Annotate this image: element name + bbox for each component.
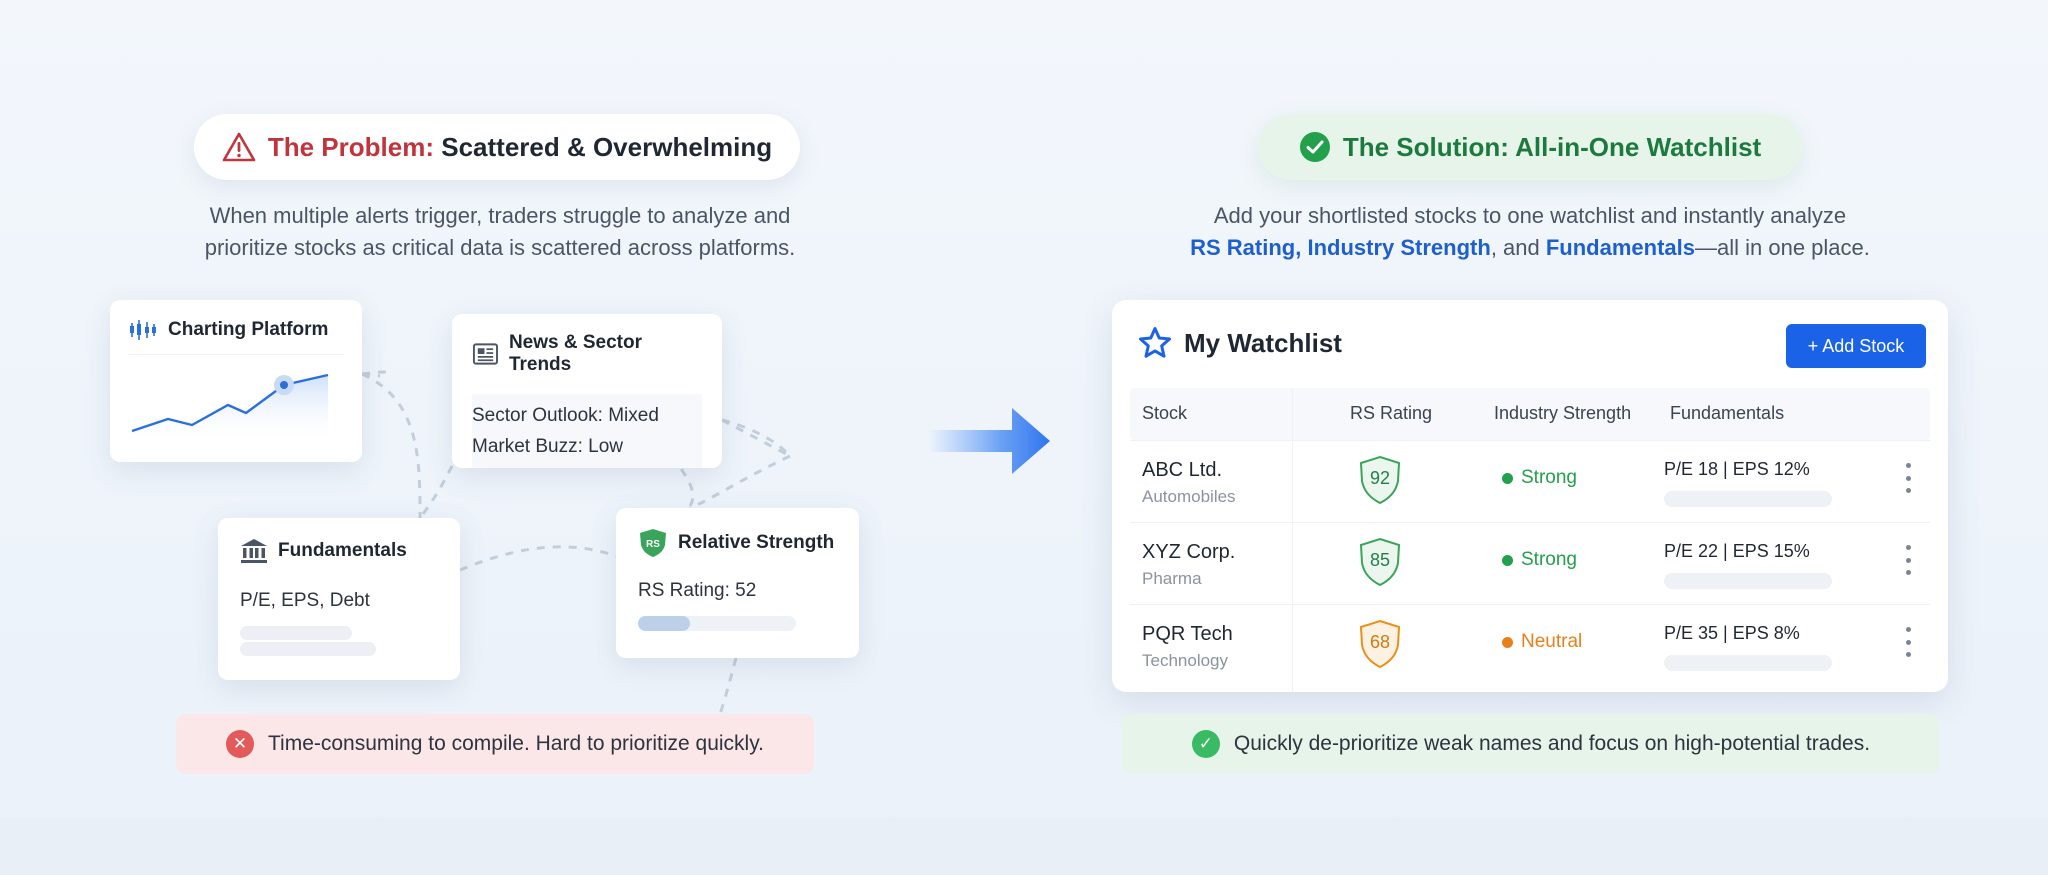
rs-badge-text: RS bbox=[646, 539, 660, 550]
status-dot bbox=[1502, 554, 1513, 566]
column-header-stock[interactable]: Stock bbox=[1142, 403, 1188, 423]
problem-heading-rest: Scattered & Overwhelming bbox=[441, 131, 773, 162]
column-divider bbox=[1292, 388, 1293, 692]
stock-sector: Technology bbox=[1142, 651, 1229, 670]
fundamentals-value: P/E 35 | EPS 8% bbox=[1664, 623, 1800, 643]
rs-rating-bar bbox=[638, 616, 796, 631]
rs-shield-icon bbox=[1359, 455, 1401, 505]
watchlist-header: My Watchlist bbox=[1138, 326, 1342, 360]
table-header: Stock RS Rating Industry Strength Fundam… bbox=[1130, 388, 1930, 440]
skeleton-line bbox=[1664, 655, 1832, 671]
problem-description-line1: When multiple alerts trigger, traders st… bbox=[209, 203, 791, 228]
fundamentals-value: P/E 18 | EPS 12% bbox=[1664, 459, 1810, 479]
highlight-industry-strength: Industry Strength bbox=[1307, 235, 1491, 260]
star-icon bbox=[1139, 327, 1171, 358]
bottom-band bbox=[0, 818, 2048, 875]
newspaper-icon bbox=[472, 343, 498, 365]
error-icon: ✕ bbox=[225, 730, 254, 758]
separator-text: , bbox=[1295, 235, 1308, 260]
industry-strength-label: Neutral bbox=[1521, 631, 1583, 652]
problem-heading-lead: The Problem: bbox=[267, 131, 434, 162]
solution-alert: ✓ Quickly de-prioritize weak names and f… bbox=[1122, 714, 1940, 774]
stock-name: ABC Ltd. bbox=[1142, 459, 1223, 481]
column-header-industry-strength[interactable]: Industry Strength bbox=[1494, 403, 1632, 423]
charting-platform-card: Charting Platform bbox=[110, 300, 362, 462]
status-dot bbox=[1502, 472, 1513, 484]
rs-rating-badge: 85 bbox=[1358, 537, 1402, 587]
rs-shield-icon: RS bbox=[640, 529, 666, 557]
problem-alert-text: Time-consuming to compile. Hard to prior… bbox=[267, 732, 764, 755]
rs-rating-badge: 92 bbox=[1358, 455, 1402, 505]
table-row[interactable]: PQR Tech Technology 68 Neutral P/E 35 | … bbox=[1130, 604, 1930, 686]
separator-text: , and bbox=[1490, 235, 1546, 260]
problem-heading-pill: The Problem: Scattered & Overwhelming bbox=[194, 114, 800, 180]
solution-heading: The Solution: All-in-One Watchlist bbox=[1342, 131, 1762, 162]
rs-rating-value: 68 bbox=[1369, 631, 1391, 652]
fundamentals-value: P/E 22 | EPS 15% bbox=[1664, 541, 1810, 561]
news-sector-trends-card: News & Sector Trends Sector Outlook: Mix… bbox=[452, 314, 722, 468]
watchlist-panel: My Watchlist + Add Stock Stock RS Rating… bbox=[1112, 300, 1948, 692]
solution-heading-pill: The Solution: All-in-One Watchlist bbox=[1258, 114, 1802, 180]
check-circle-icon: ✓ bbox=[1191, 730, 1220, 758]
rs-shield-icon bbox=[1359, 619, 1401, 669]
solution-description: Add your shortlisted stocks to one watch… bbox=[1140, 200, 1920, 264]
problem-alert: ✕ Time-consuming to compile. Hard to pri… bbox=[176, 714, 814, 774]
add-stock-button[interactable]: + Add Stock bbox=[1786, 324, 1926, 368]
fundamentals-card-text: P/E, EPS, Debt bbox=[240, 590, 370, 611]
stock-name: PQR Tech bbox=[1142, 623, 1233, 645]
problem-description: When multiple alerts trigger, traders st… bbox=[140, 200, 860, 264]
skeleton-line bbox=[240, 642, 376, 656]
card-divider bbox=[128, 354, 344, 355]
relative-strength-title: Relative Strength bbox=[678, 532, 835, 553]
rs-rating-value: 92 bbox=[1369, 467, 1391, 488]
more-options-icon[interactable] bbox=[1902, 627, 1914, 657]
table-row[interactable]: ABC Ltd. Automobiles 92 Strong P/E 18 | … bbox=[1130, 440, 1930, 522]
arrow-right-icon bbox=[928, 408, 1050, 474]
column-header-rs-rating[interactable]: RS Rating bbox=[1350, 403, 1433, 423]
solution-description-line2: RS Rating, Industry Strength, and Fundam… bbox=[1140, 232, 1920, 264]
stock-name: XYZ Corp. bbox=[1142, 541, 1236, 563]
fundamentals-card-title: Fundamentals bbox=[278, 540, 407, 561]
rs-rating-bar-fill bbox=[638, 616, 691, 631]
solution-description-line1: Add your shortlisted stocks to one watch… bbox=[1213, 203, 1847, 228]
rs-rating-badge: 68 bbox=[1358, 619, 1402, 669]
table-row[interactable]: XYZ Corp. Pharma 85 Strong P/E 22 | EPS … bbox=[1130, 522, 1930, 604]
status-dot bbox=[1502, 636, 1513, 648]
rs-rating-value: 85 bbox=[1369, 549, 1391, 570]
industry-strength: Neutral bbox=[1502, 631, 1582, 653]
more-options-icon[interactable] bbox=[1902, 463, 1914, 493]
sector-outlook-text: Sector Outlook: Mixed bbox=[472, 405, 659, 426]
line-chart-thumbnail bbox=[131, 373, 329, 445]
stock-sector: Automobiles bbox=[1142, 487, 1236, 506]
news-card-body: Sector Outlook: Mixed Market Buzz: Low bbox=[472, 394, 702, 468]
skeleton-line bbox=[1664, 573, 1832, 589]
market-buzz-text: Market Buzz: Low bbox=[472, 436, 623, 457]
bank-icon bbox=[241, 539, 267, 563]
column-header-fundamentals[interactable]: Fundamentals bbox=[1670, 403, 1785, 423]
stock-sector: Pharma bbox=[1142, 569, 1202, 588]
skeleton-line bbox=[1664, 491, 1832, 507]
charting-platform-title: Charting Platform bbox=[168, 319, 329, 340]
industry-strength: Strong bbox=[1502, 467, 1577, 489]
warning-icon bbox=[222, 132, 256, 162]
rs-rating-text: RS Rating: 52 bbox=[638, 580, 757, 601]
description-tail: —all in one place. bbox=[1695, 235, 1870, 260]
candlestick-icon bbox=[130, 320, 156, 340]
industry-strength-label: Strong bbox=[1521, 549, 1577, 570]
more-options-icon[interactable] bbox=[1902, 545, 1914, 575]
news-card-title: News & Sector Trends bbox=[508, 332, 642, 375]
fundamentals-card: Fundamentals P/E, EPS, Debt bbox=[218, 518, 460, 680]
industry-strength: Strong bbox=[1502, 549, 1577, 571]
highlight-rs-rating: RS Rating bbox=[1190, 235, 1296, 260]
solution-alert-text: Quickly de-prioritize weak names and foc… bbox=[1233, 732, 1871, 755]
check-circle-icon bbox=[1299, 132, 1330, 162]
watchlist-title: My Watchlist bbox=[1184, 327, 1342, 358]
rs-shield-icon bbox=[1359, 537, 1401, 587]
industry-strength-label: Strong bbox=[1521, 467, 1577, 488]
problem-description-line2: prioritize stocks as critical data is sc… bbox=[204, 235, 796, 260]
skeleton-line bbox=[240, 626, 352, 640]
highlight-fundamentals: Fundamentals bbox=[1545, 235, 1695, 260]
relative-strength-card: RS Relative Strength RS Rating: 52 bbox=[616, 508, 859, 658]
